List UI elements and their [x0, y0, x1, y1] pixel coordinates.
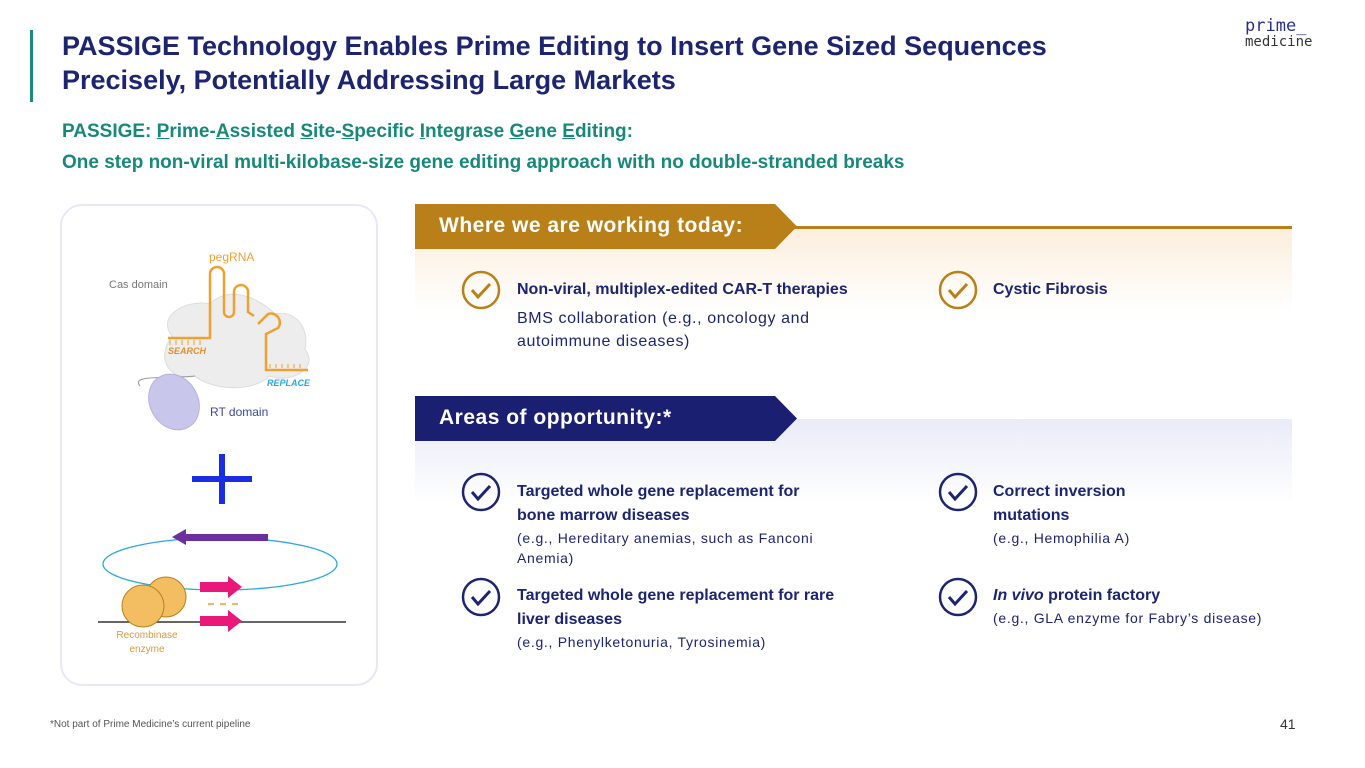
- opportunity-banner: Areas of opportunity:*: [415, 396, 797, 441]
- rt-domain-label: RT domain: [210, 405, 268, 419]
- search-label: SEARCH: [168, 346, 207, 356]
- check-circle-icon: [938, 270, 978, 310]
- opportunity-item-bone-marrow: Targeted whole gene replacement for bone…: [517, 483, 814, 566]
- item-sub: autoimmune diseases): [517, 333, 690, 350]
- replace-label: REPLACE: [267, 378, 311, 388]
- check-circle-icon: [461, 577, 501, 617]
- subtitle-line-1: PASSIGE: Prime-Assisted Site-Specific In…: [62, 121, 633, 142]
- subtitle-line-2: One step non-viral multi-kilobase-size g…: [62, 152, 905, 173]
- passige-diagram-card: pegRNA Cas domain SEARCH REPLACE RT doma…: [60, 204, 378, 686]
- rt-domain-shape: [148, 373, 200, 431]
- check-circle-icon: [938, 577, 978, 617]
- logo-line-2: medicine: [1245, 34, 1313, 50]
- cas-domain-label: Cas domain: [109, 279, 168, 291]
- item-sub: BMS collaboration (e.g., oncology and: [517, 310, 810, 327]
- pegrna-label: pegRNA: [209, 250, 254, 264]
- prime-medicine-logo: prime_ medicine: [1245, 16, 1313, 51]
- opportunity-item-inversion: Correct inversion mutations (e.g., Hemop…: [993, 483, 1130, 546]
- working-item-cf: Cystic Fibrosis: [993, 281, 1108, 298]
- recombinase-label-2: enzyme: [129, 644, 164, 655]
- recombinase-label-1: Recombinase: [116, 630, 178, 641]
- footnote: *Not part of Prime Medicine’s current pi…: [50, 719, 251, 730]
- title-line-2: Precisely, Potentially Addressing Large …: [62, 65, 676, 95]
- check-circle-icon: [461, 472, 501, 512]
- page-title: PASSIGE Technology Enables Prime Editing…: [62, 29, 1182, 97]
- check-circle-icon: [461, 270, 501, 310]
- att-arrow-bottom: [200, 610, 242, 632]
- title-line-1: PASSIGE Technology Enables Prime Editing…: [62, 31, 1047, 61]
- check-circle-icon: [938, 472, 978, 512]
- cas-domain-shape: [164, 294, 310, 389]
- working-today-banner: Where we are working today:: [415, 204, 797, 249]
- pegrna-strand: [168, 265, 308, 372]
- item-title: Non-viral, multiplex-edited CAR-T therap…: [517, 281, 848, 298]
- plus-icon: [192, 454, 252, 504]
- accent-bar: [30, 30, 33, 102]
- working-item-cart: Non-viral, multiplex-edited CAR-T therap…: [517, 278, 848, 353]
- passige-diagram: pegRNA Cas domain SEARCH REPLACE RT doma…: [98, 250, 346, 655]
- page-number: 41: [1280, 716, 1296, 732]
- logo-line-1: prime_: [1245, 16, 1307, 36]
- linker: [137, 375, 196, 387]
- base-pairs: [169, 340, 301, 368]
- working-rule: [780, 226, 1292, 229]
- opportunity-item-protein-factory: In vivo protein factory (e.g., GLA enzym…: [993, 587, 1263, 626]
- att-arrow-top: [200, 576, 242, 598]
- gene-arrow: [172, 529, 268, 545]
- opportunity-item-liver: Targeted whole gene replacement for rare…: [517, 587, 835, 650]
- recombinase-circle-1: [121, 584, 165, 628]
